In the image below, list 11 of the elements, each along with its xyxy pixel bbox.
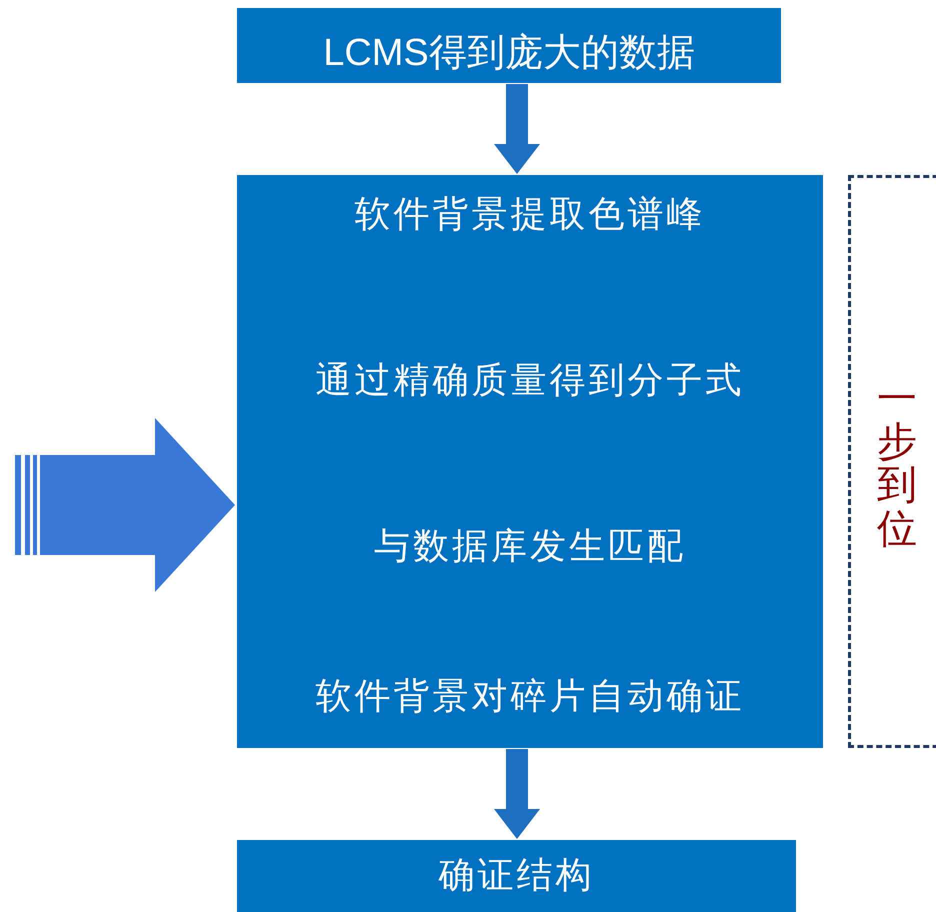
step-text: 确证结构 <box>438 856 596 896</box>
result-box <box>237 840 796 912</box>
step-text: 与数据库发生匹配 <box>373 527 687 567</box>
step-text: 通过精确质量得到分子式 <box>314 361 746 401</box>
step-text: 软件背景对碎片自动确证 <box>314 677 746 717</box>
vertical-label: 一步到位 <box>876 378 918 551</box>
process-box <box>237 8 781 83</box>
step-text: 软件背景提取色谱峰 <box>354 195 706 235</box>
dashed-bracket-box <box>848 175 936 748</box>
step-text: LCMS得到庞大的数据 <box>322 32 696 74</box>
process-box <box>237 175 823 748</box>
